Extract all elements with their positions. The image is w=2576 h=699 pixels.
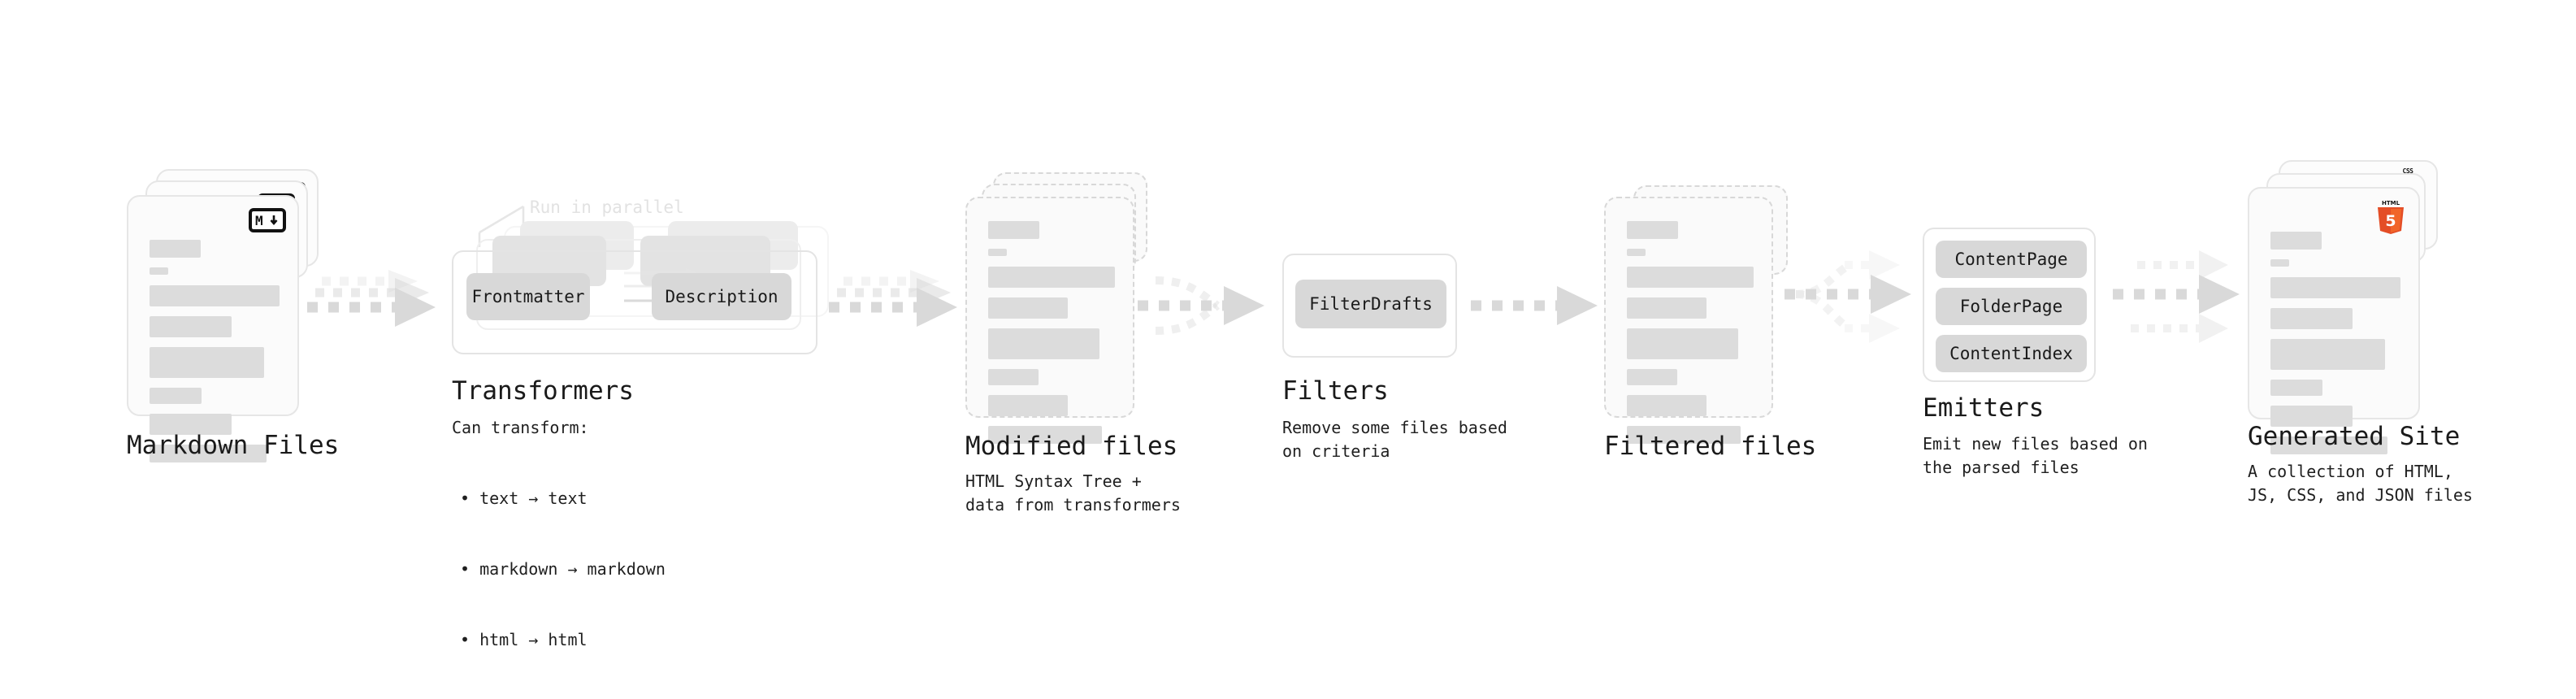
emitter-pill-label: ContentIndex [1949,344,2073,363]
transformers-bullet-item: • markdown → markdown [460,559,666,579]
transformer-pill-label: Description [665,287,778,306]
emitter-pill-contentpage[interactable]: ContentPage [1936,241,2087,278]
placeholder-line [1627,249,1646,256]
emitter-pill-contentindex[interactable]: ContentIndex [1936,335,2087,372]
placeholder-line [988,249,1007,256]
placeholder-line [988,328,1100,359]
arrow-filters-to-filtered [1471,268,1601,346]
transformer-pill-frontmatter[interactable]: Frontmatter [466,273,590,320]
stage-title-filtered-files: Filtered files [1604,432,1817,461]
file-content-placeholder [1627,221,1754,454]
run-in-parallel-note: Run in parallel [530,198,684,217]
placeholder-line [150,388,202,404]
placeholder-line [2270,406,2353,427]
modified-file-card-front [965,197,1134,444]
emitter-pill-label: FolderPage [1959,297,2063,316]
placeholder-line [988,369,1039,385]
filter-pill-filterdrafts[interactable]: FilterDrafts [1295,280,1446,328]
placeholder-line [1627,328,1739,359]
placeholder-line [988,395,1069,416]
stage-title-modified-files: Modified files [965,432,1178,461]
html5-badge: HTML 5 [2374,198,2407,236]
svg-text:M: M [255,213,263,228]
transformer-pill-description[interactable]: Description [652,273,791,320]
file-content-placeholder [988,221,1115,454]
placeholder-line [1627,369,1678,385]
transformers-description: Can transform: [452,418,589,437]
placeholder-line [988,221,1039,239]
stage-title-markdown-files: Markdown Files [127,431,340,460]
transformers-bullet-item: • html → html [460,630,588,649]
placeholder-line [2270,436,2387,454]
arrow-emitters-to-site [2113,244,2251,353]
placeholder-line [2270,232,2322,250]
placeholder-line [150,285,280,306]
placeholder-line [2270,277,2400,298]
placeholder-line [988,297,1069,319]
svg-text:5: 5 [2385,212,2396,230]
stage-title-filters: Filters [1282,376,1389,406]
placeholder-line [2270,339,2385,370]
emitter-group: ContentPage FolderPage ContentIndex [1923,228,2096,382]
filtered-file-card-front [1604,197,1773,444]
stage-title-transformers: Transformers [452,376,634,406]
transformers-bullet-item: • text → text [460,488,588,508]
placeholder-line [1627,267,1754,288]
site-file-card-html: HTML 5 [2248,187,2420,454]
generated-site-description: A collection of HTML, JS, CSS, and JSON … [2248,462,2473,505]
placeholder-line [2270,380,2322,396]
markdown-file-card-front: M [127,195,299,462]
placeholder-line [150,347,264,378]
file-content-placeholder [2270,232,2400,464]
markdown-glyph: M [255,213,278,228]
filter-group: FilterDrafts [1282,254,1457,358]
stage-title-emitters: Emitters [1923,393,2045,423]
placeholder-line [2270,308,2353,329]
modified-files-description: HTML Syntax Tree + data from transformer… [965,471,1181,514]
placeholder-line [988,426,1103,444]
placeholder-line [1627,395,1707,416]
markdown-badge: M [249,208,286,232]
placeholder-line [150,445,267,462]
filters-description: Remove some files based on criteria [1282,418,1507,461]
pipeline-diagram: M M M [127,160,2473,649]
placeholder-line [150,316,232,337]
file-content-placeholder [150,240,280,472]
placeholder-line [988,267,1115,288]
placeholder-line [150,267,168,275]
arrow-filtered-to-emitters [1785,244,1923,353]
emitter-pill-folderpage[interactable]: FolderPage [1936,288,2087,325]
transformer-group: Frontmatter Description [452,250,817,354]
placeholder-line [150,414,232,435]
emitter-pill-label: ContentPage [1954,250,2068,269]
placeholder-line [2270,259,2289,267]
svg-text:HTML: HTML [2382,200,2400,206]
placeholder-line [1627,426,1741,444]
transformer-pill-label: Frontmatter [471,287,585,306]
emitters-description: Emit new files based on the parsed files [1923,434,2148,477]
transformers-bullets: • text → text • markdown → markdown • ht… [460,440,666,699]
css-badge-label: CSS [2402,167,2413,175]
placeholder-line [150,240,201,258]
arrow-markdown-to-transformers [307,268,437,346]
arrow-transformers-to-modified [829,268,959,346]
stage-title-generated-site: Generated Site [2248,422,2461,451]
html5-shield-icon: HTML 5 [2378,200,2404,234]
placeholder-line [1627,297,1707,319]
arrow-modified-to-filters [1138,268,1268,346]
placeholder-line [1627,221,1678,239]
filter-pill-label: FilterDrafts [1309,294,1433,314]
